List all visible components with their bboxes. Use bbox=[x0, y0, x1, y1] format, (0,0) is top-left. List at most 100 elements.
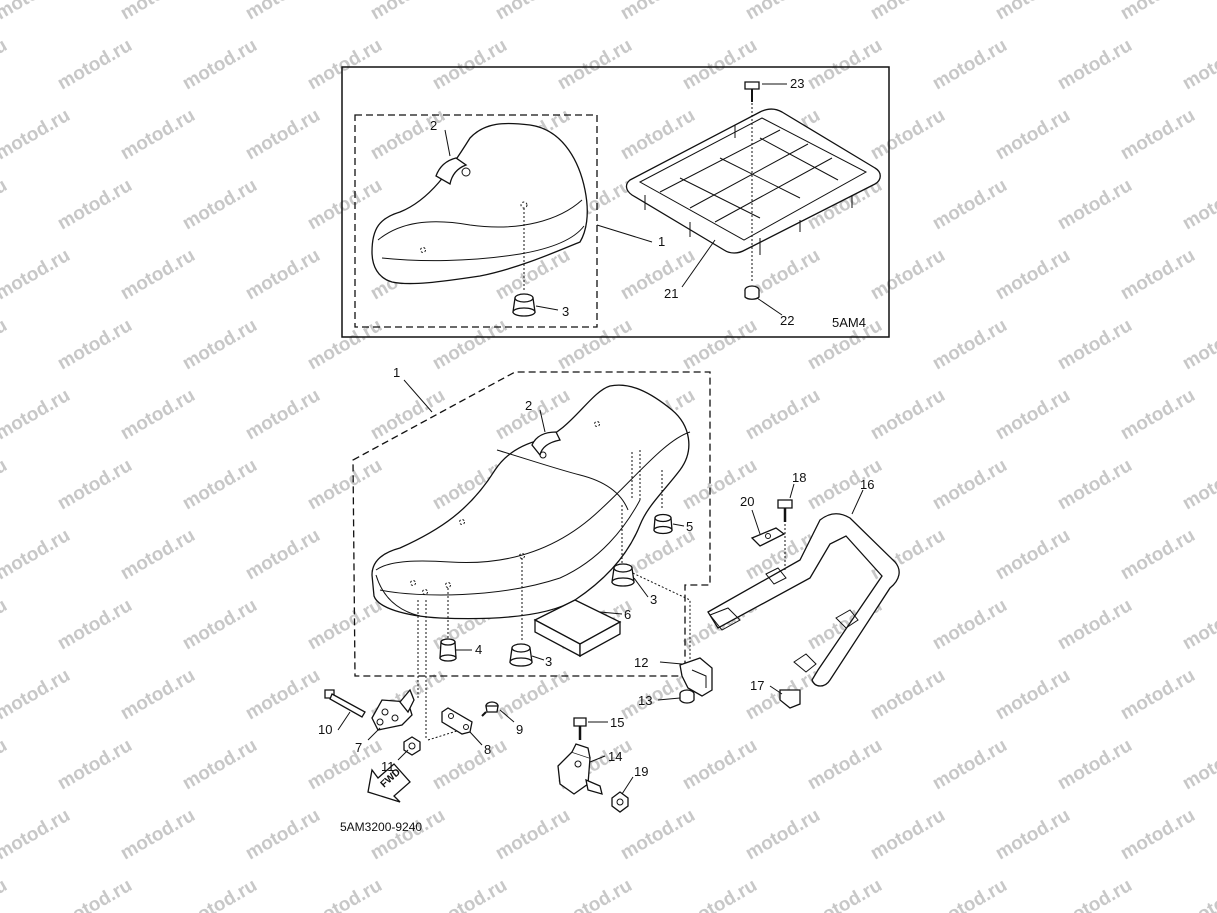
callout-20: 20 bbox=[740, 494, 754, 509]
grommet-13 bbox=[679, 689, 695, 704]
watermark-text: motod.ru bbox=[1054, 35, 1136, 94]
watermark-text: motod.ru bbox=[1179, 315, 1217, 374]
main-assembly: FWD 1 2 3 3 4 5 6 7 8 9 10 11 12 13 14 1… bbox=[318, 365, 900, 834]
watermark-text: motod.ru bbox=[179, 595, 261, 654]
callout-3-left: 3 bbox=[545, 654, 552, 669]
bolt-15 bbox=[573, 717, 587, 740]
callout-6: 6 bbox=[624, 607, 631, 622]
watermark-text: motod.ru bbox=[304, 35, 386, 94]
watermark-text: motod.ru bbox=[242, 105, 324, 164]
watermark-text: motod.ru bbox=[304, 455, 386, 514]
callout-19: 19 bbox=[634, 764, 648, 779]
watermark-text: motod.ru bbox=[54, 315, 136, 374]
watermark-text: motod.ru bbox=[1054, 595, 1136, 654]
watermark-text: motod.ru bbox=[492, 0, 574, 24]
watermark-text: motod.ru bbox=[554, 315, 636, 374]
inset-callout-21: 21 bbox=[664, 286, 678, 301]
watermark-text: motod.ru bbox=[1179, 735, 1217, 794]
nut-19 bbox=[611, 791, 629, 813]
watermark-text: motod.ru bbox=[0, 175, 11, 234]
watermark-text: motod.ru bbox=[0, 0, 74, 24]
watermark-text: motod.ru bbox=[742, 0, 824, 24]
watermark-text: motod.ru bbox=[242, 805, 324, 864]
luggage-rack bbox=[625, 108, 881, 255]
watermark-text: motod.ru bbox=[54, 875, 136, 913]
watermark-text: motod.ru bbox=[1179, 455, 1217, 514]
watermark-text: motod.ru bbox=[304, 595, 386, 654]
callout-7: 7 bbox=[355, 740, 362, 755]
callout-18: 18 bbox=[792, 470, 806, 485]
damper-3-right bbox=[611, 563, 635, 587]
inset-code: 5AM4 bbox=[832, 315, 866, 330]
watermark-text: motod.ru bbox=[992, 105, 1074, 164]
watermark-text: motod.ru bbox=[1054, 175, 1136, 234]
watermark-text: motod.ru bbox=[1117, 525, 1199, 584]
watermark-text: motod.ru bbox=[242, 245, 324, 304]
watermark-text: motod.ru bbox=[867, 805, 949, 864]
hinge-bolt-10 bbox=[324, 689, 366, 718]
callout-9: 9 bbox=[516, 722, 523, 737]
watermark-text: motod.ru bbox=[1117, 0, 1199, 24]
watermark-text: motod.ru bbox=[1054, 735, 1136, 794]
watermark-text: motod.ru bbox=[0, 455, 11, 514]
watermark-text: motod.ru bbox=[804, 35, 886, 94]
watermark-text: motod.ru bbox=[304, 175, 386, 234]
watermark-text: motod.ru bbox=[242, 385, 324, 444]
watermark-text: motod.ru bbox=[992, 525, 1074, 584]
watermark-text: motod.ru bbox=[304, 315, 386, 374]
inset-callout-3: 3 bbox=[562, 304, 569, 319]
watermark-text: motod.ru bbox=[804, 735, 886, 794]
watermark-text: motod.ru bbox=[0, 735, 11, 794]
watermark-text: motod.ru bbox=[1179, 35, 1217, 94]
watermark-text: motod.ru bbox=[742, 805, 824, 864]
plate-8 bbox=[441, 707, 473, 735]
callout-12: 12 bbox=[634, 655, 648, 670]
watermark-text: motod.ru bbox=[679, 315, 761, 374]
watermark-text: motod.ru bbox=[992, 0, 1074, 24]
watermark-text: motod.ru bbox=[992, 665, 1074, 724]
watermark-text: motod.ru bbox=[492, 665, 574, 724]
watermark-text: motod.ru bbox=[0, 105, 74, 164]
watermark-text: motod.ru bbox=[992, 385, 1074, 444]
callout-16: 16 bbox=[860, 477, 874, 492]
inset-panel: 1 2 3 21 22 23 5AM4 bbox=[341, 66, 890, 338]
callout-5: 5 bbox=[686, 519, 693, 534]
watermark-text: motod.ru bbox=[54, 735, 136, 794]
watermark-text: motod.ru bbox=[929, 455, 1011, 514]
latch-12 bbox=[679, 657, 713, 697]
watermark-text: motod.ru bbox=[429, 735, 511, 794]
main-seat bbox=[371, 384, 691, 620]
callout-8: 8 bbox=[484, 742, 491, 757]
inset-callout-23: 23 bbox=[790, 76, 804, 91]
watermark-text: motod.ru bbox=[867, 665, 949, 724]
watermark-text: motod.ru bbox=[1179, 175, 1217, 234]
watermark-text: motod.ru bbox=[0, 525, 74, 584]
screw-9 bbox=[481, 701, 499, 717]
watermark-text: motod.ru bbox=[992, 245, 1074, 304]
watermark-text: motod.ru bbox=[1179, 595, 1217, 654]
callout-17: 17 bbox=[750, 678, 764, 693]
inset-callout-2: 2 bbox=[430, 118, 437, 133]
watermark-text: motod.ru bbox=[929, 735, 1011, 794]
damper-4 bbox=[439, 638, 457, 662]
watermark-text: motod.ru bbox=[554, 875, 636, 913]
watermark-text: motod.ru bbox=[179, 175, 261, 234]
watermark-text: motod.ru bbox=[0, 385, 74, 444]
watermark-text: motod.ru bbox=[179, 35, 261, 94]
diagram-code: 5AM3200-9240 bbox=[340, 820, 422, 834]
watermark-text: motod.ru bbox=[0, 595, 11, 654]
damper-5 bbox=[653, 513, 673, 535]
watermark-text: motod.ru bbox=[54, 175, 136, 234]
grab-bar-16 bbox=[707, 513, 900, 687]
watermark-text: motod.ru bbox=[54, 35, 136, 94]
watermark-text: motod.ru bbox=[1117, 805, 1199, 864]
watermark-text: motod.ru bbox=[117, 105, 199, 164]
watermark-text: motod.ru bbox=[1117, 245, 1199, 304]
callout-13: 13 bbox=[638, 693, 652, 708]
watermark-text: motod.ru bbox=[992, 805, 1074, 864]
watermark-text: motod.ru bbox=[492, 805, 574, 864]
watermark-text: motod.ru bbox=[617, 805, 699, 864]
watermark-text: motod.ru bbox=[179, 455, 261, 514]
callout-1: 1 bbox=[393, 365, 400, 380]
bracket-20 bbox=[750, 527, 786, 547]
